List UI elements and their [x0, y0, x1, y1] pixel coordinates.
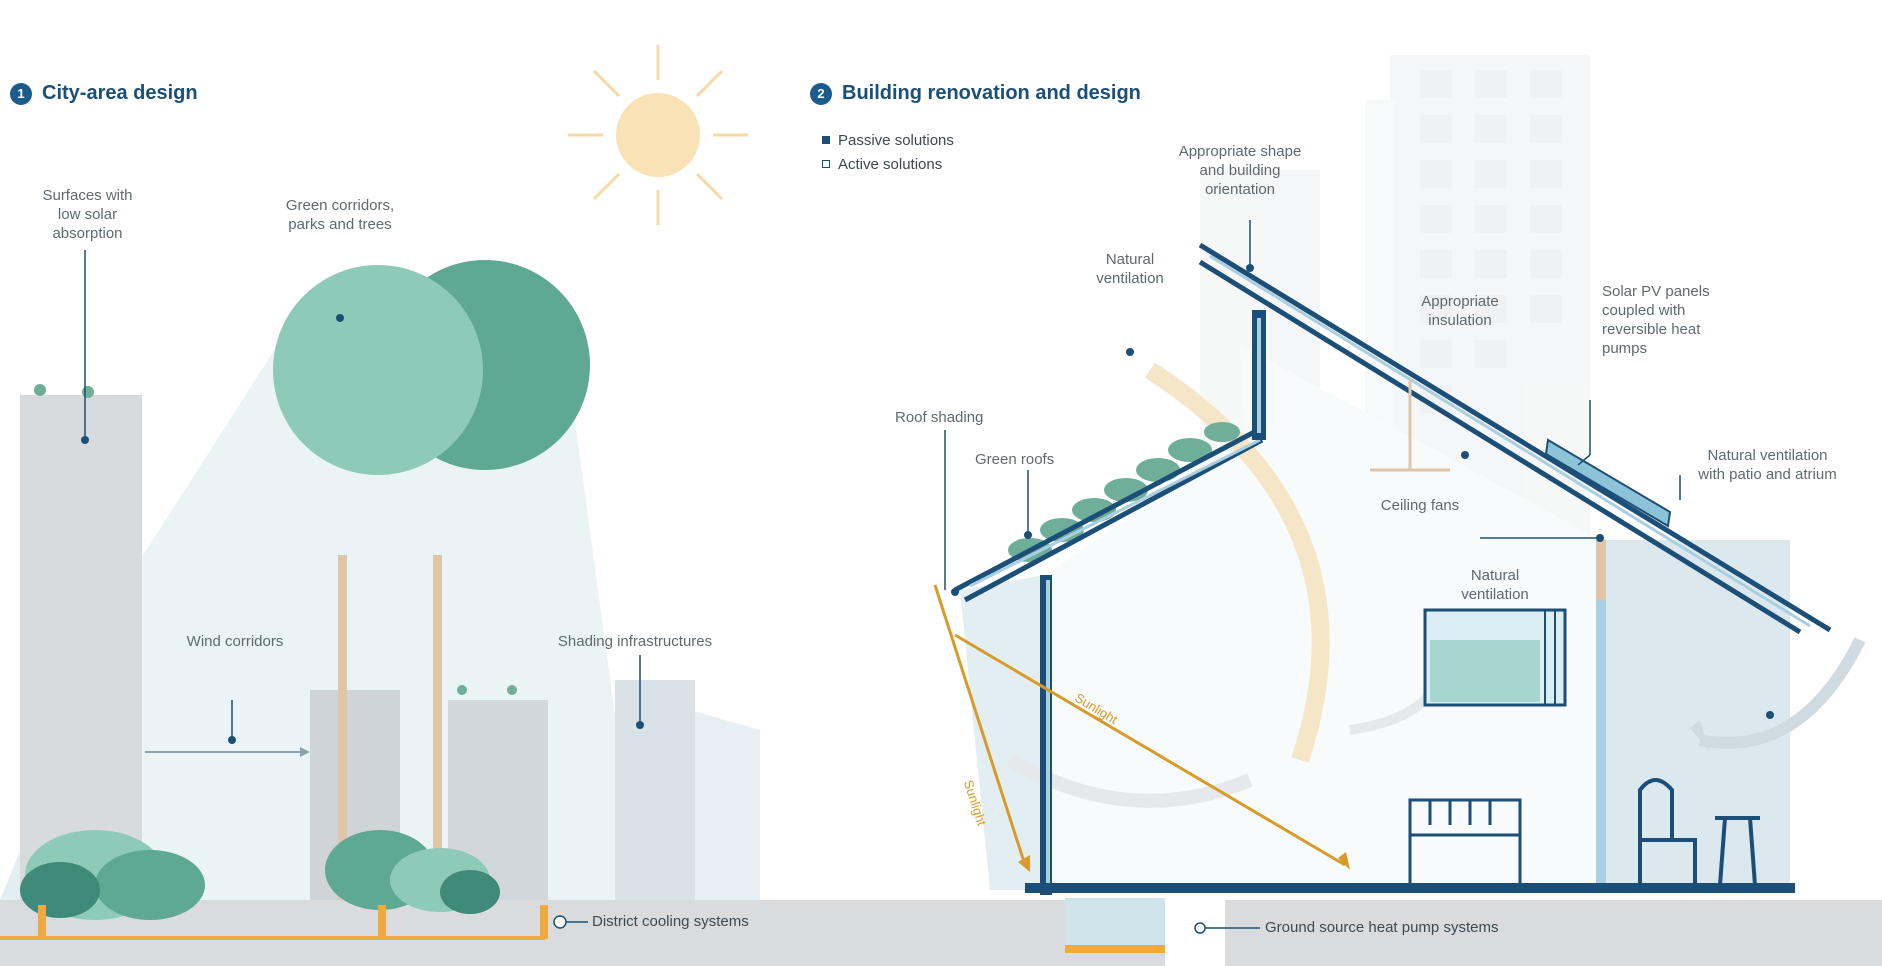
district-cooling-pipes — [0, 905, 588, 940]
roof-left — [953, 425, 1264, 603]
section-city-title: City-area design — [42, 82, 198, 104]
section-badge: 2 — [810, 82, 832, 105]
legend-passive-label: Passive solutions — [838, 131, 954, 149]
legend-item-active: Active solutions — [822, 152, 954, 176]
section-building-title: Building renovation and design — [842, 82, 1141, 104]
label-wind-corridors: Wind corridors — [186, 633, 284, 650]
patio-airflow — [1698, 637, 1866, 749]
label-insulation: Appropriate insulation — [1421, 293, 1499, 329]
label-shape-orientation: Appropriate shape and building orientati… — [1178, 143, 1302, 198]
tree-trunk-2 — [433, 555, 442, 900]
legend: Passive solutions Active solutions — [822, 128, 954, 176]
city-pointers — [81, 250, 644, 744]
label-shading-infrastructures: Shading infrastructures — [557, 633, 713, 650]
section-city-header: 1 City-area design — [10, 82, 198, 105]
chair-table-icon — [1638, 778, 1760, 886]
label-ground-source: Ground source heat pump systems — [1265, 919, 1499, 936]
airflow-warm — [1145, 362, 1330, 763]
floor — [1025, 883, 1795, 893]
ground-source-system — [1065, 898, 1260, 966]
sunlight-rays — [933, 584, 1346, 867]
label-natural-ventilation-window: Natural ventilation — [1461, 567, 1529, 603]
building-left — [20, 395, 142, 900]
building-right — [615, 680, 695, 900]
section-badge: 1 — [10, 82, 32, 105]
label-solar-pv: Solar PV panels coupled with reversible … — [1602, 283, 1710, 357]
bed-icon — [1408, 798, 1522, 885]
tree-trunk-1 — [338, 555, 347, 900]
tree-front — [273, 265, 483, 475]
solar-panel — [1544, 438, 1672, 528]
patio-shade — [1600, 540, 1790, 890]
wall-divider — [1596, 540, 1606, 892]
filled-square-icon — [822, 136, 830, 144]
legend-active-label: Active solutions — [838, 155, 943, 173]
section-building-header: 2 Building renovation and design — [810, 82, 1141, 105]
sun-icon — [568, 45, 748, 225]
open-square-icon — [822, 160, 830, 168]
label-roof-shading: Roof shading — [895, 409, 984, 426]
label-ceiling-fans: Ceiling fans — [1380, 497, 1460, 514]
label-green-roofs: Green roofs — [975, 451, 1055, 468]
label-natural-ventilation-patios: Natural ventilation with patio and atriu… — [1698, 447, 1837, 483]
label-natural-ventilation-top: Natural ventilation — [1096, 251, 1164, 287]
roof-main — [1198, 242, 1832, 635]
ground-strip — [0, 900, 1882, 966]
legend-item-passive: Passive solutions — [822, 128, 954, 152]
bushes — [20, 830, 500, 920]
label-district-cooling: District cooling systems — [592, 913, 749, 930]
label-green-corridors: Green corridors, parks and trees — [285, 197, 395, 233]
label-surfaces: Surfaces with low solar absorption — [42, 187, 133, 242]
building-pointers — [944, 220, 1774, 719]
